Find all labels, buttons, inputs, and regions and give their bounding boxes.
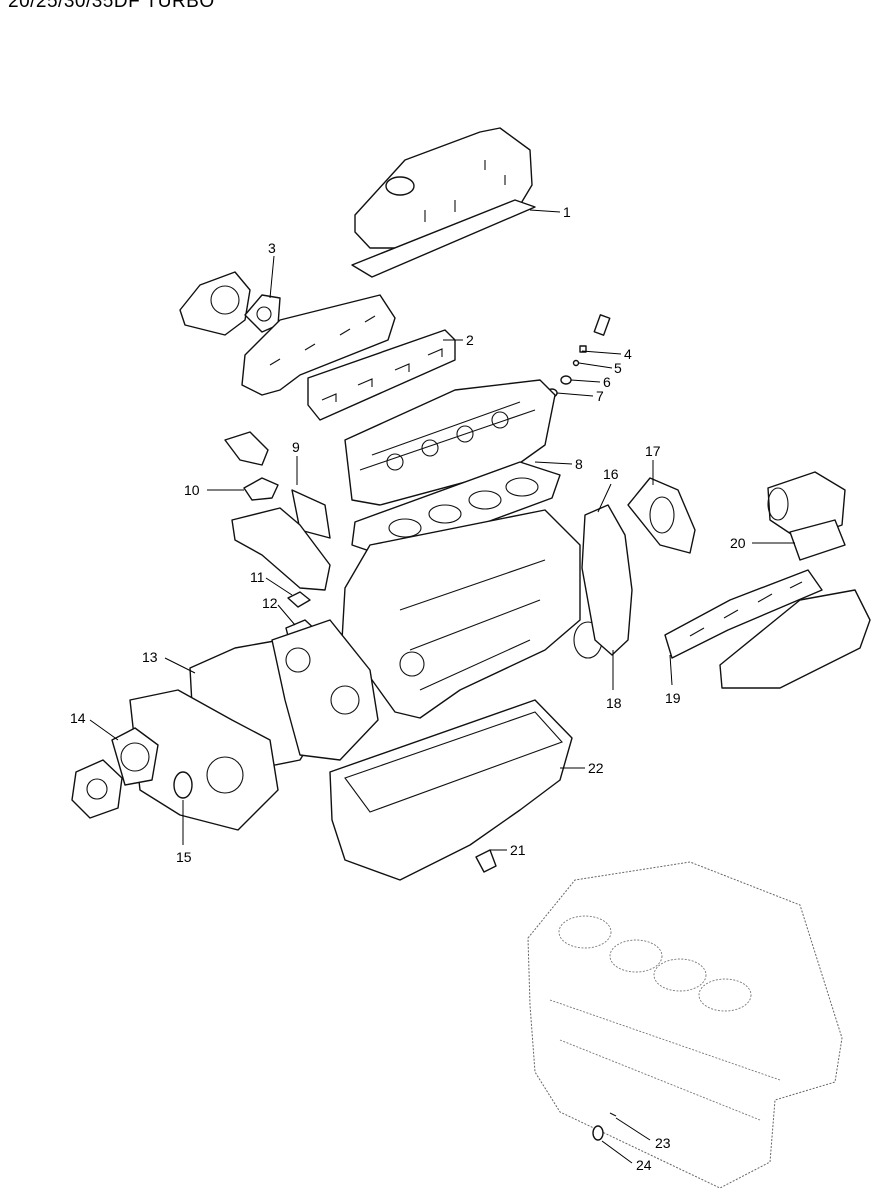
callout-5: 5 (614, 360, 622, 376)
reference-block (527, 861, 843, 1189)
callout-4: 4 (624, 346, 632, 362)
callout-23: 23 (655, 1135, 671, 1151)
thermostat-housing (224, 431, 331, 591)
callout-17: 17 (645, 443, 661, 459)
callout-labels: 1 2 3 4 5 6 7 8 9 10 11 12 13 14 15 16 1… (70, 204, 746, 1173)
page-title: 20/25/30/35DF TURBO (8, 0, 215, 12)
rear-seal (581, 477, 696, 656)
oil-pan (329, 699, 573, 881)
callout-8: 8 (575, 456, 583, 472)
callout-1: 1 (563, 204, 571, 220)
callout-10: 10 (184, 482, 200, 498)
callout-18: 18 (606, 695, 622, 711)
turbo-outlet (179, 271, 281, 336)
exhaust-manifold (241, 294, 456, 421)
sensor-and-washers (546, 314, 611, 398)
callout-20: 20 (730, 535, 746, 551)
callout-16: 16 (603, 466, 619, 482)
leader-lines (89, 209, 795, 1164)
intake-manifold (664, 471, 871, 689)
callout-21: 21 (510, 842, 526, 858)
callout-2: 2 (466, 332, 474, 348)
callout-15: 15 (176, 849, 192, 865)
callout-12: 12 (262, 595, 278, 611)
callout-24: 24 (636, 1157, 652, 1173)
cylinder-head (344, 379, 556, 506)
callout-22: 22 (588, 760, 604, 776)
callout-14: 14 (70, 710, 86, 726)
valve-cover (351, 127, 536, 278)
callout-9: 9 (292, 439, 300, 455)
head-gasket (351, 461, 561, 559)
timing-case (71, 619, 379, 831)
callout-13: 13 (142, 649, 158, 665)
callout-3: 3 (268, 240, 276, 256)
callout-7: 7 (596, 388, 604, 404)
callout-6: 6 (603, 374, 611, 390)
callout-11: 11 (250, 569, 265, 585)
callout-19: 19 (665, 690, 681, 706)
